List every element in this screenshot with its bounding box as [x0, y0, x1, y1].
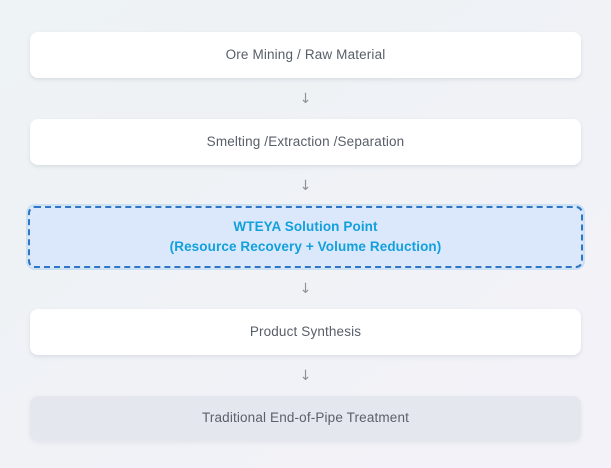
- flow-node-wteya-solution-point: WTEYA Solution Point (Resource Recovery …: [28, 206, 583, 268]
- flow-node-label: WTEYA Solution Point: [233, 219, 378, 235]
- flow-node-sublabel: (Resource Recovery + Volume Reduction): [169, 239, 442, 254]
- flow-connector-1: ↓: [30, 78, 581, 119]
- flow-node-traditional-treatment: Traditional End-of-Pipe Treatment: [30, 396, 581, 441]
- arrow-down-icon: ↓: [299, 177, 312, 194]
- flow-node-label: Smelting /Extraction /Separation: [206, 133, 405, 149]
- flow-node-ore-mining: Ore Mining / Raw Material: [30, 32, 581, 78]
- flow-node-label: Ore Mining / Raw Material: [225, 46, 386, 62]
- arrow-down-icon: ↓: [299, 367, 312, 384]
- arrow-down-icon: ↓: [299, 90, 312, 107]
- flow-node-product-synthesis: Product Synthesis: [30, 309, 581, 355]
- flow-node-label: Product Synthesis: [249, 323, 362, 339]
- flow-connector-3: ↓: [30, 268, 581, 309]
- flow-connector-2: ↓: [30, 165, 581, 206]
- arrow-down-icon: ↓: [299, 280, 312, 297]
- flow-connector-4: ↓: [30, 355, 581, 396]
- flow-node-label: Traditional End-of-Pipe Treatment: [201, 410, 410, 426]
- flow-node-smelting: Smelting /Extraction /Separation: [30, 119, 581, 165]
